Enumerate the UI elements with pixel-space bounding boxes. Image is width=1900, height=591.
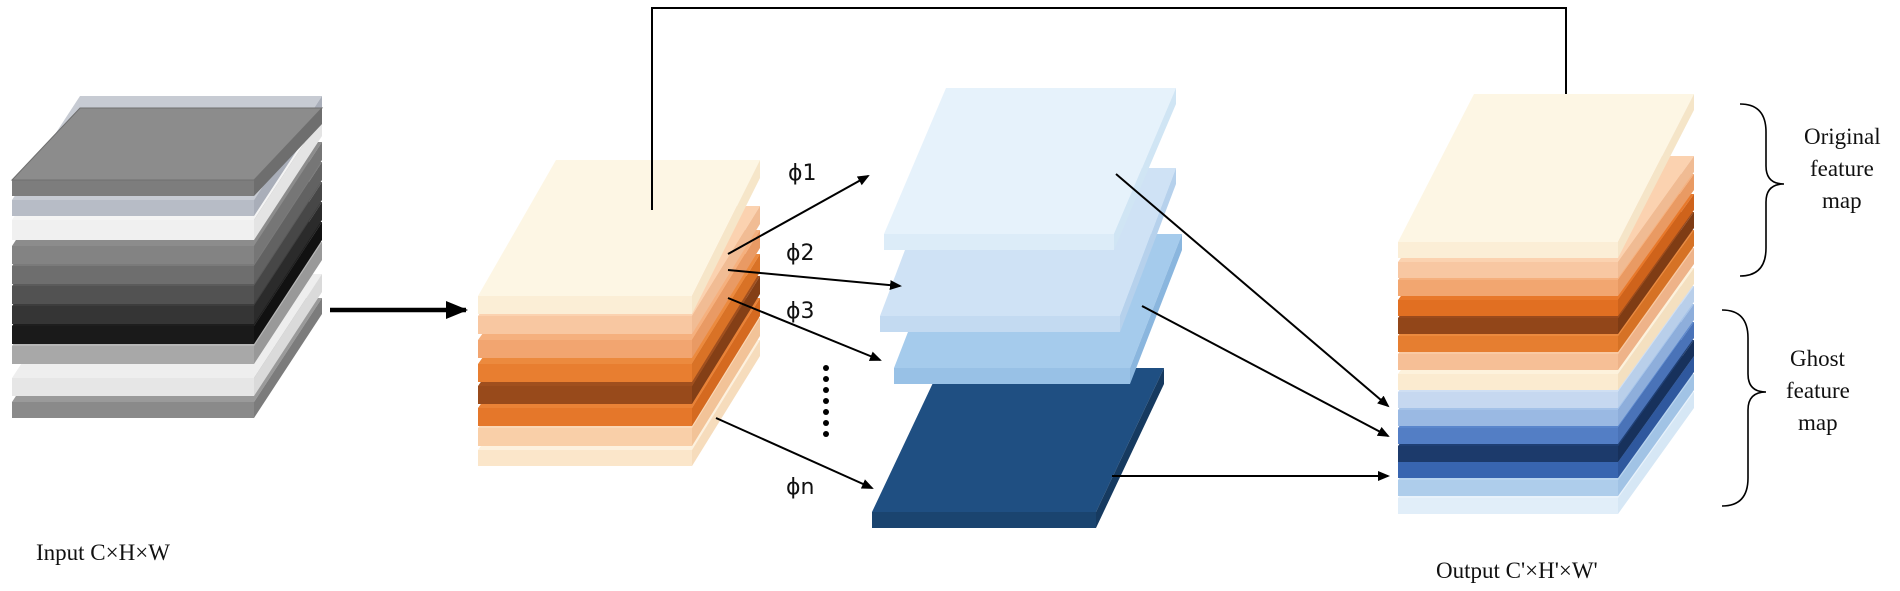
output-label: Output C'×H'×W' — [1436, 558, 1598, 583]
out-arrow-1 — [1115, 173, 1390, 408]
ghost-label-line3: map — [1798, 410, 1838, 435]
original-label-line2: feature — [1810, 156, 1874, 181]
original-label-line3: map — [1822, 188, 1862, 213]
ghost-plate-1 — [884, 88, 1176, 250]
intrinsic-layer-top — [478, 160, 760, 314]
ellipsis-dots — [823, 365, 829, 437]
ghost-plates — [872, 88, 1182, 528]
op-arrow-1 — [727, 175, 870, 255]
input-stack — [10, 96, 324, 418]
input-label: Input C×H×W — [36, 540, 170, 565]
intrinsic-stack — [478, 160, 760, 466]
op-arrow-2 — [727, 269, 902, 291]
op-label-3: ϕ3 — [786, 299, 815, 324]
ghost-label-line1: Ghost — [1790, 346, 1846, 371]
ghost-brace — [1721, 309, 1767, 507]
output-layer-top — [1398, 94, 1694, 258]
original-label-line1: Original — [1804, 124, 1881, 149]
op-label-1: ϕ1 — [788, 161, 817, 186]
out-arrow-2 — [1141, 305, 1390, 437]
original-brace — [1739, 103, 1785, 277]
ghost-plate-n — [872, 368, 1164, 528]
op-label-2: ϕ2 — [786, 241, 815, 266]
identity-skip-line — [651, 7, 1571, 210]
output-stack — [1398, 94, 1694, 514]
op-arrow-n — [715, 417, 874, 489]
input-layer-top — [10, 107, 324, 196]
op-label-n: ϕn — [786, 475, 814, 500]
ghost-label-line2: feature — [1786, 378, 1850, 403]
op-arrow-3 — [727, 297, 882, 361]
